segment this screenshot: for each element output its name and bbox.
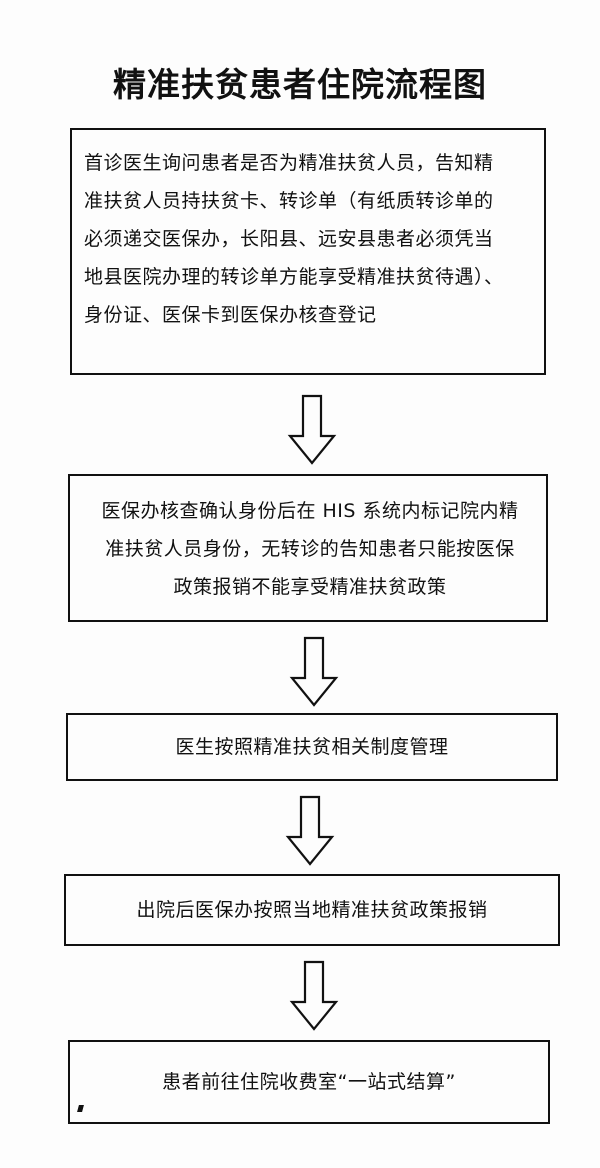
- step-2-line-2: 准扶贫人员身份，无转诊的告知患者只能按医保: [105, 538, 515, 560]
- pen-mark: [77, 1105, 84, 1112]
- step-2-line-1: 医保办核查确认身份后在 HIS 系统内标记院内精: [101, 500, 519, 522]
- down-arrow-icon: [289, 960, 339, 1031]
- step-5-box: 患者前往住院收费室“一站式结算”: [68, 1040, 550, 1124]
- down-arrow-icon: [285, 795, 335, 866]
- step-3-box: 医生按照精准扶贫相关制度管理: [66, 713, 558, 781]
- down-arrow-icon: [287, 394, 337, 465]
- step-1-line-2: 准扶贫人员持扶贫卡、转诊单（有纸质转诊单的: [84, 190, 494, 212]
- flowchart-title: 精准扶贫患者住院流程图: [113, 65, 487, 104]
- step-4-text: 出院后医保办按照当地精准扶贫政策报销: [136, 899, 488, 921]
- step-1-line-4: 地县医院办理的转诊单方能享受精准扶贫待遇）、: [84, 266, 504, 288]
- step-2-box: 医保办核查确认身份后在 HIS 系统内标记院内精 准扶贫人员身份，无转诊的告知患…: [68, 474, 548, 622]
- step-1-line-1: 首诊医生询问患者是否为精准扶贫人员，告知精: [84, 152, 494, 174]
- step-1-line-5: 身份证、医保卡到医保办核查登记: [84, 304, 377, 326]
- step-1-line-3: 必须递交医保办，长阳县、远安县患者必须凭当: [84, 228, 494, 250]
- step-2-line-3: 政策报销不能享受精准扶贫政策: [173, 576, 447, 598]
- step-4-box: 出院后医保办按照当地精准扶贫政策报销: [64, 874, 560, 946]
- step-5-text: 患者前往住院收费室“一站式结算”: [162, 1071, 456, 1093]
- step-3-text: 医生按照精准扶贫相关制度管理: [175, 736, 449, 758]
- step-1-box: 首诊医生询问患者是否为精准扶贫人员，告知精 准扶贫人员持扶贫卡、转诊单（有纸质转…: [70, 128, 546, 375]
- down-arrow-icon: [289, 636, 339, 707]
